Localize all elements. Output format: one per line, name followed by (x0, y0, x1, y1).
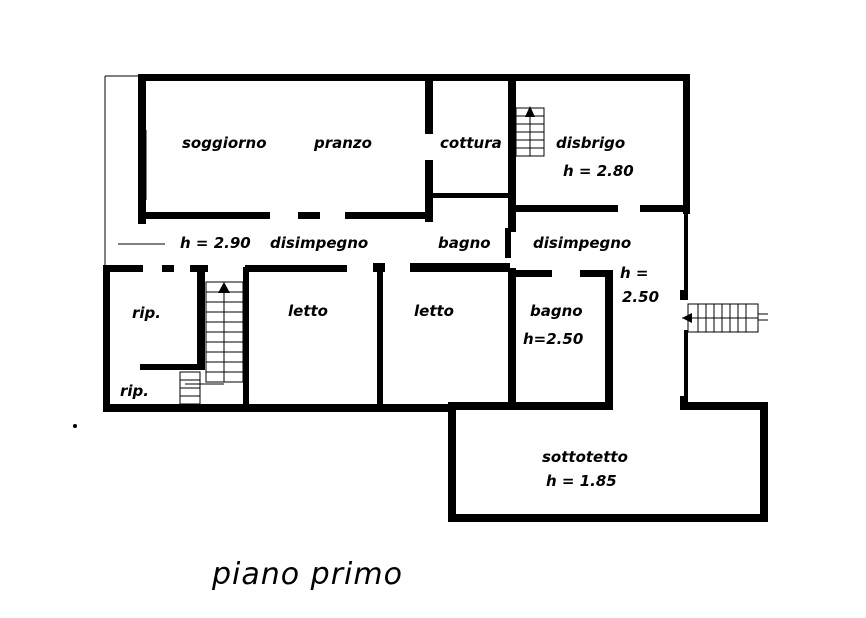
stair-arrow-icon (218, 282, 230, 293)
stair-external (682, 303, 768, 333)
outer-outline (104, 75, 165, 268)
stair-arrow-icon (682, 313, 692, 323)
height-label-bagno-lower: h=2.50 (523, 330, 583, 348)
room-label-cottura: cottura (440, 134, 502, 152)
stair-upper (515, 106, 545, 157)
room-label-bagno-upper: bagno (438, 234, 491, 252)
room-label-rip-upper: rip. (132, 304, 161, 322)
height-label-right-2: 2.50 (622, 288, 659, 306)
room-label-rip-lower: rip. (120, 382, 149, 400)
dot-mark (73, 424, 77, 428)
room-label-disimpegno-right: disimpegno (533, 234, 631, 252)
plan-caption: piano primo (211, 557, 403, 592)
room-label-disbrigo: disbrigo (556, 134, 625, 152)
room-label-sottotetto: sottotetto (542, 448, 628, 466)
room-label-disimpegno-left: disimpegno (270, 234, 368, 252)
stair-left (179, 281, 244, 405)
stair-arrow-icon (525, 106, 535, 117)
room-label-letto-1: letto (288, 302, 328, 320)
walls (103, 74, 768, 522)
room-label-soggiorno: soggiorno (182, 134, 267, 152)
height-label-corridor: h = 2.90 (180, 234, 251, 252)
height-label-right-1: h = (620, 264, 648, 282)
room-label-bagno-lower: bagno (530, 302, 583, 320)
height-label-disbrigo: h = 2.80 (563, 162, 634, 180)
room-label-pranzo: pranzo (313, 134, 372, 152)
room-label-letto-2: letto (414, 302, 454, 320)
height-label-sottotetto: h = 1.85 (546, 472, 617, 490)
windows (104, 74, 750, 406)
